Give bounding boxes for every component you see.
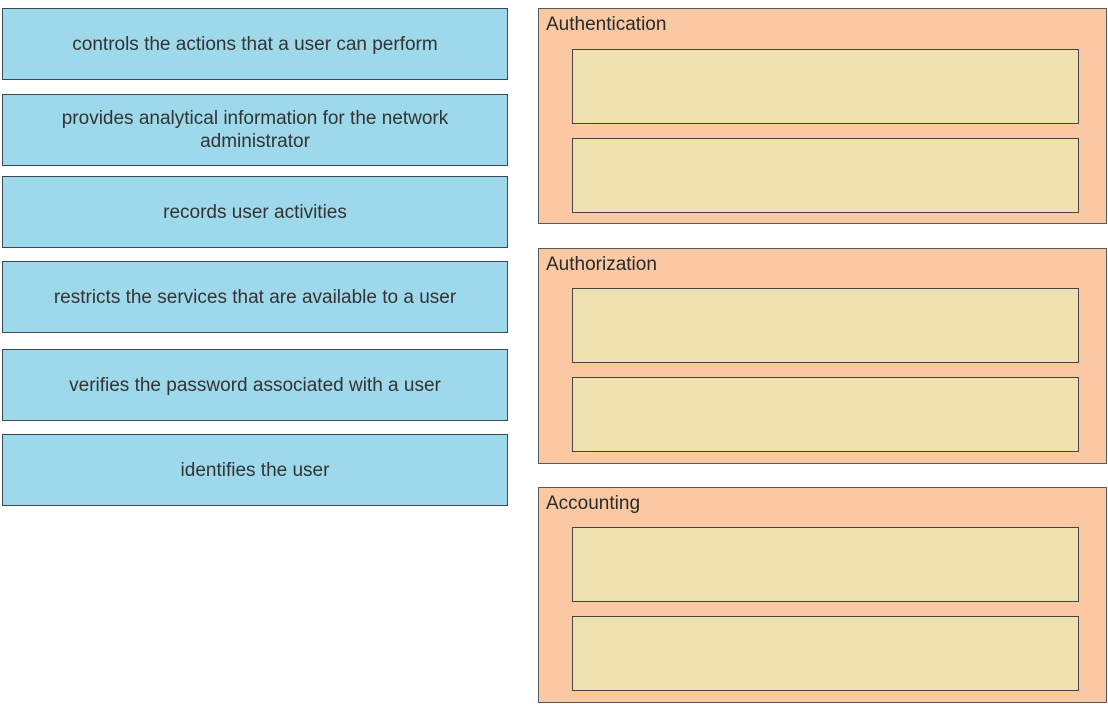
category-title: Accounting <box>546 493 641 514</box>
drag-item-restricts-services[interactable]: restricts the services that are availabl… <box>2 261 508 333</box>
drag-item-label: controls the actions that a user can per… <box>72 33 438 55</box>
drag-item-verifies-password[interactable]: verifies the password associated with a … <box>2 349 508 421</box>
drag-item-label: provides analytical information for the … <box>61 108 449 152</box>
drag-item-records-activities[interactable]: records user activities <box>2 176 508 248</box>
drag-item-label: identifies the user <box>180 459 330 481</box>
drop-slot-authentication-1[interactable] <box>572 49 1079 124</box>
drag-item-controls-actions[interactable]: controls the actions that a user can per… <box>2 8 508 80</box>
category-accounting: Accounting <box>538 487 1107 703</box>
category-title: Authorization <box>546 254 657 275</box>
drop-slot-authorization-2[interactable] <box>572 377 1079 452</box>
drop-slot-accounting-2[interactable] <box>572 616 1079 691</box>
category-authorization: Authorization <box>538 248 1107 464</box>
drag-item-identifies-user[interactable]: identifies the user <box>2 434 508 506</box>
drop-slot-accounting-1[interactable] <box>572 527 1079 602</box>
drag-item-label: verifies the password associated with a … <box>69 374 441 396</box>
drop-slot-authorization-1[interactable] <box>572 288 1079 363</box>
drag-item-analytical-information[interactable]: provides analytical information for the … <box>2 94 508 166</box>
category-authentication: Authentication <box>538 8 1107 224</box>
drop-slot-authentication-2[interactable] <box>572 138 1079 213</box>
drag-item-label: records user activities <box>163 201 347 223</box>
category-title: Authentication <box>546 14 667 35</box>
drag-item-label: restricts the services that are availabl… <box>53 286 457 308</box>
